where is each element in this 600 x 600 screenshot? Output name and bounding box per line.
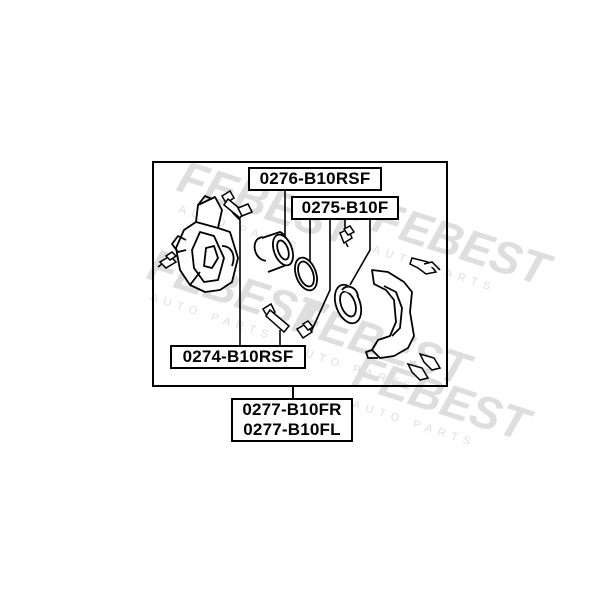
label-guide-pin-kit: 0274-B10RSF <box>170 345 306 369</box>
label-seal-kit: 0275-B10F <box>291 196 399 220</box>
bleeder-screw <box>157 251 178 269</box>
pad-clips <box>406 257 442 381</box>
piston-seal <box>294 256 318 292</box>
label-caliper-left: 0277-B10FL <box>243 420 341 439</box>
leader-guide-pin-kit <box>231 211 281 345</box>
piston <box>253 231 294 273</box>
label-piston-kit: 0276-B10RSF <box>248 167 382 191</box>
caliper-body <box>171 195 239 293</box>
label-caliper-assembly: 0277-B10FR 0277-B10FL <box>231 398 353 442</box>
upper-guide-pin <box>220 189 254 220</box>
leader-seal-kit <box>309 220 371 333</box>
caliper-bracket <box>365 269 415 359</box>
assembly-frame <box>152 161 448 387</box>
label-caliper-right: 0277-B10FR <box>242 400 342 419</box>
lower-guide-pin <box>261 302 291 334</box>
dust-boot <box>333 283 363 325</box>
guide-pin-boot <box>339 225 356 248</box>
lower-boot <box>295 320 315 340</box>
